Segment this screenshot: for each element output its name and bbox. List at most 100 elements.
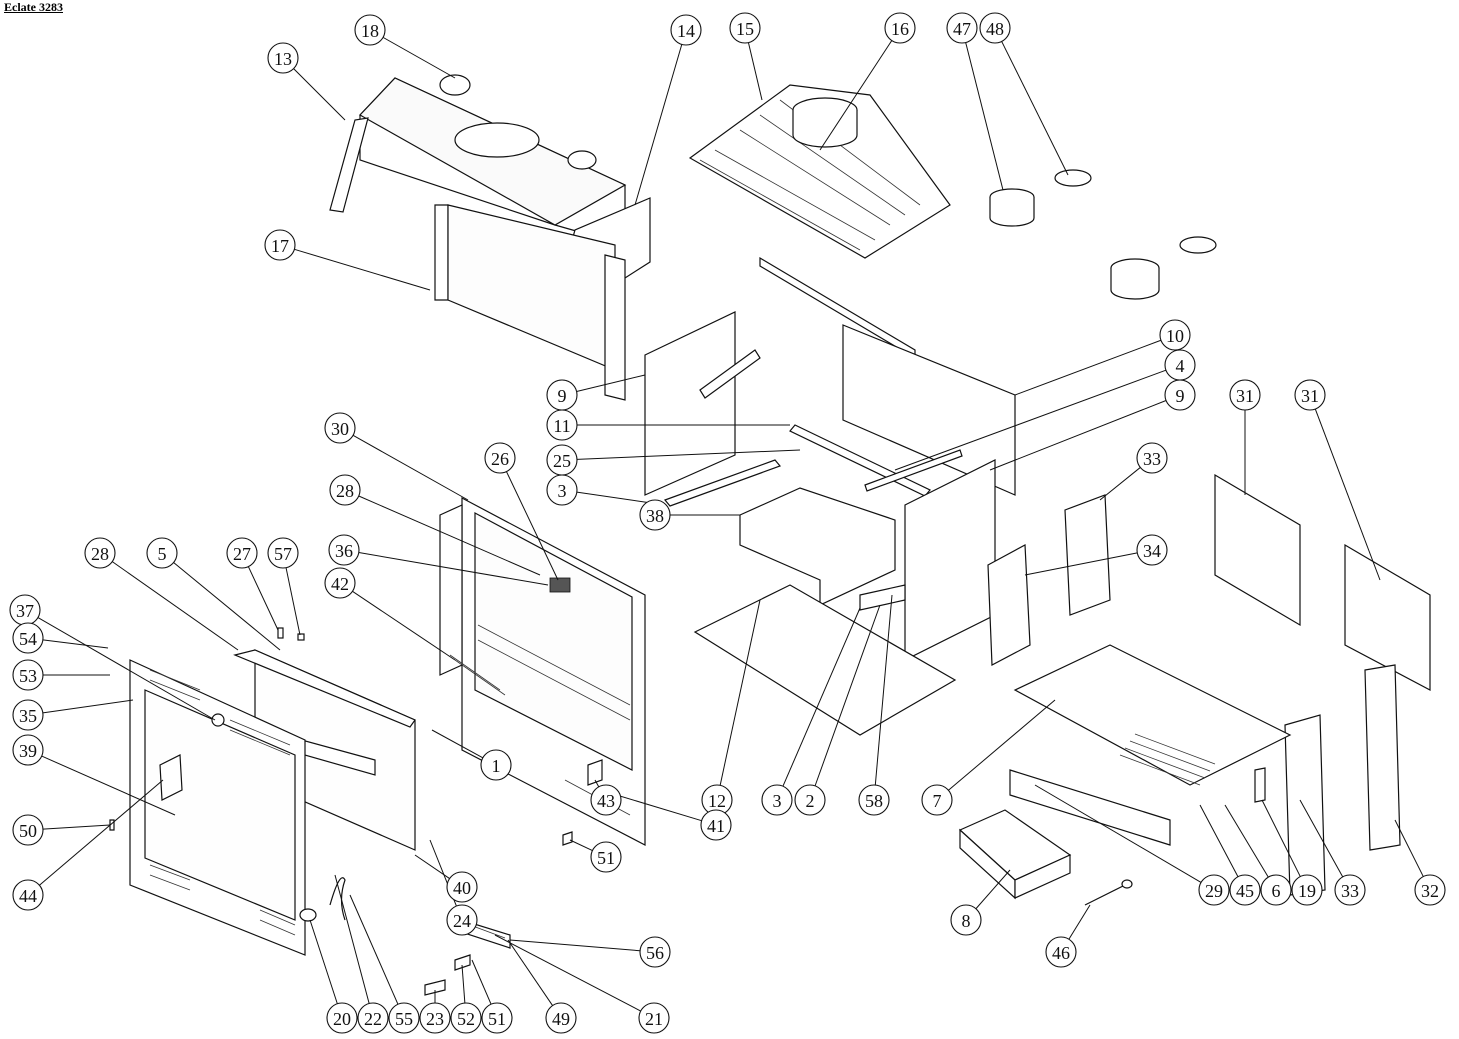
callout-circle: [267, 42, 299, 74]
callout-35: 35: [12, 699, 44, 731]
callout-28b: 28: [84, 537, 116, 569]
leader-line-29: [1034, 784, 1202, 883]
callout-number: 20: [333, 1009, 351, 1029]
leader-line-6: [1224, 804, 1269, 878]
callout-34: 34: [1136, 534, 1168, 566]
callout-circle: [950, 904, 982, 936]
callout-number: 2: [806, 791, 815, 811]
callout-40: 40: [446, 871, 478, 903]
callout-number: 55: [395, 1009, 413, 1029]
callout-number: 6: [1272, 881, 1281, 901]
leader-line-48: [1001, 41, 1069, 176]
callout-circle: [1229, 874, 1261, 906]
callout-number: 36: [335, 541, 353, 561]
leader-line-19: [1261, 799, 1301, 877]
callout-number: 49: [552, 1009, 570, 1029]
callout-30: 30: [324, 412, 356, 444]
callout-17: 17: [264, 229, 296, 261]
callout-circle: [1291, 874, 1323, 906]
callout-circle: [1159, 319, 1191, 351]
callout-number: 29: [1205, 881, 1223, 901]
callout-14: 14: [670, 14, 702, 46]
callout-circle: [700, 809, 732, 841]
callout-circle: [1229, 379, 1261, 411]
callout-number: 39: [19, 741, 37, 761]
callout-circle: [324, 567, 356, 599]
leader-line-39: [41, 755, 176, 816]
leader-line-5: [173, 562, 281, 651]
callout-number: 47: [953, 19, 971, 39]
callout-circle: [450, 1002, 482, 1034]
callout-number: 38: [646, 506, 664, 526]
callout-number: 22: [364, 1009, 382, 1029]
callout-number: 7: [933, 791, 942, 811]
callout-56: 56: [639, 936, 671, 968]
front-door: [129, 659, 317, 956]
callout-circle: [979, 12, 1011, 44]
leader-line-12: [719, 599, 761, 786]
callout-number: 9: [1176, 386, 1185, 406]
callout-9b: 9: [1164, 379, 1196, 411]
callout-circle: [1045, 936, 1077, 968]
callout-circle: [446, 904, 478, 936]
callout-number: 12: [708, 791, 726, 811]
leader-line-28b: [111, 561, 239, 651]
callout-42: 42: [324, 567, 356, 599]
callout-circle: [1414, 874, 1446, 906]
callout-circle: [12, 622, 44, 654]
callout-number: 26: [491, 449, 509, 469]
callout-number: 41: [707, 816, 725, 836]
callout-number: 3: [558, 481, 567, 501]
callout-circle: [639, 936, 671, 968]
leader-line-8: [975, 869, 1011, 910]
callout-number: 51: [488, 1009, 506, 1029]
leader-line-51a: [569, 839, 593, 852]
callout-58: 58: [858, 784, 890, 816]
flue-collars: [989, 169, 1217, 300]
leader-line-20: [309, 919, 338, 1004]
callout-number: 33: [1143, 449, 1161, 469]
callout-number: 15: [736, 19, 754, 39]
callout-36: 36: [328, 534, 360, 566]
callout-circle: [794, 784, 826, 816]
grate-assembly: [1009, 644, 1292, 846]
callout-circle: [1294, 379, 1326, 411]
leader-line-58: [874, 594, 893, 786]
callout-circle: [326, 1002, 358, 1034]
callout-circle: [729, 12, 761, 44]
leader-line-36: [358, 552, 549, 586]
callout-20: 20: [326, 1002, 358, 1034]
leader-line-43: [594, 779, 600, 788]
callout-number: 18: [361, 21, 379, 41]
leader-line-50: [42, 824, 111, 830]
leader-line-17: [294, 248, 431, 291]
callout-number: 16: [891, 19, 909, 39]
leader-line-27: [247, 566, 279, 631]
callout-number: 35: [19, 706, 37, 726]
leader-line-25: [576, 449, 801, 460]
leader-line-13: [293, 68, 346, 121]
callout-number: 52: [457, 1009, 475, 1029]
callout-50: 50: [12, 814, 44, 846]
callout-circle: [1198, 874, 1230, 906]
callout-49: 49: [545, 1002, 577, 1034]
callout-number: 58: [865, 791, 883, 811]
callout-number: 1: [492, 756, 501, 776]
leader-line-54: [42, 639, 109, 649]
callout-31a: 31: [1229, 379, 1261, 411]
callout-circle: [946, 12, 978, 44]
callout-number: 19: [1298, 881, 1316, 901]
firebox-bottom: [693, 487, 957, 736]
callout-11: 11: [546, 409, 578, 441]
callout-number: 48: [986, 19, 1004, 39]
callout-circle: [12, 734, 44, 766]
leader-line-28a: [358, 495, 541, 576]
callout-circle: [12, 879, 44, 911]
callout-16: 16: [884, 12, 916, 44]
leader-line-33b: [1299, 799, 1344, 878]
callout-circle: [884, 12, 916, 44]
callout-10: 10: [1159, 319, 1191, 351]
callout-circle: [670, 14, 702, 46]
